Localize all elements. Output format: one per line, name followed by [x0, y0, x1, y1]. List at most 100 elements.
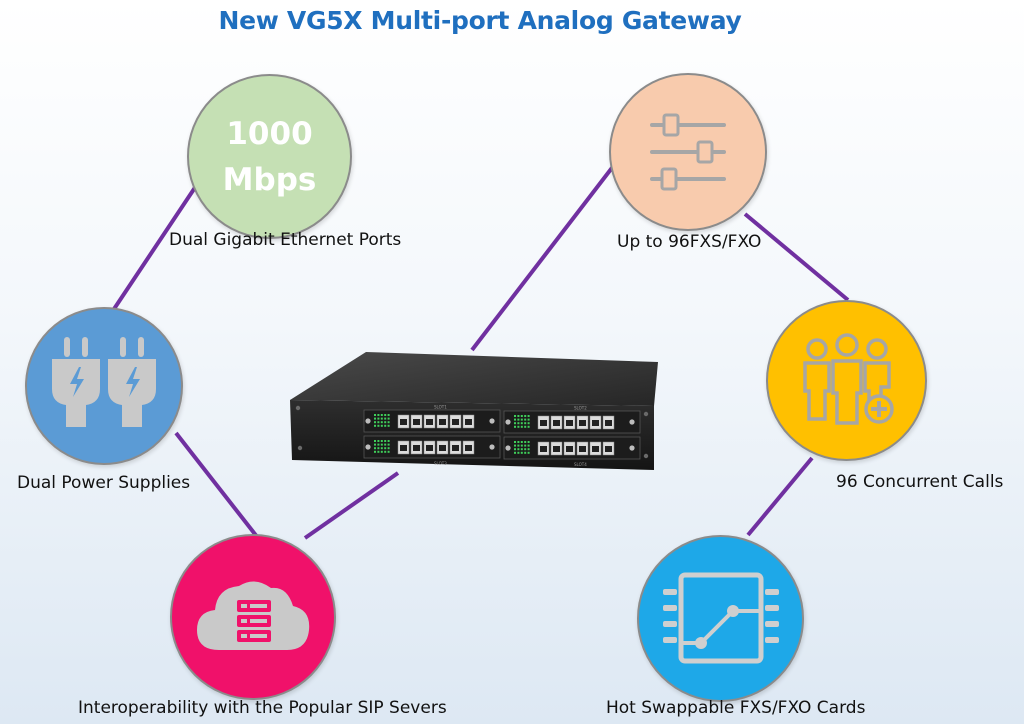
- status-led: [384, 450, 387, 453]
- rj-port-opening: [439, 419, 446, 425]
- status-led: [514, 451, 516, 454]
- connector-fxs-calls: [743, 212, 850, 302]
- status-led: [377, 450, 380, 453]
- rj-port-opening: [605, 446, 612, 452]
- status-led: [527, 415, 530, 417]
- chassis-screw: [643, 411, 649, 417]
- status-led: [520, 422, 523, 425]
- status-led: [517, 444, 520, 447]
- rj-port-opening: [439, 445, 446, 451]
- rj-port-opening: [592, 446, 599, 452]
- status-led: [524, 441, 527, 443]
- status-led: [374, 424, 376, 427]
- status-led: [524, 422, 527, 425]
- status-led: [377, 424, 380, 427]
- sip-server-circle: [170, 534, 336, 700]
- device-top: [290, 352, 658, 406]
- slot-label: SLOT3: [434, 461, 447, 466]
- status-led: [520, 451, 523, 454]
- status-led: [524, 418, 527, 421]
- status-led: [387, 424, 390, 427]
- rj-port-opening: [465, 419, 472, 425]
- slot-label: SLOT4: [574, 462, 587, 467]
- status-led: [514, 422, 516, 425]
- status-led: [387, 447, 390, 450]
- status-led: [384, 443, 387, 446]
- status-led: [517, 422, 520, 425]
- rj-port-opening: [452, 419, 459, 425]
- status-led: [527, 418, 530, 421]
- status-led: [374, 447, 376, 450]
- page-title: New VG5X Multi-port Analog Gateway: [218, 6, 742, 35]
- status-led: [514, 448, 516, 451]
- status-led: [384, 447, 387, 450]
- status-led: [514, 425, 516, 428]
- status-led: [387, 414, 390, 416]
- status-led: [527, 451, 530, 454]
- rj-port-opening: [540, 446, 547, 452]
- status-led: [380, 424, 383, 427]
- status-led: [384, 417, 387, 420]
- panel-screw: [489, 444, 495, 450]
- chassis-screw: [643, 453, 649, 459]
- status-led: [380, 414, 383, 416]
- status-led: [527, 422, 530, 425]
- rj-port-opening: [400, 419, 407, 425]
- status-led: [527, 448, 530, 451]
- status-led: [517, 415, 520, 417]
- status-led: [384, 414, 387, 416]
- status-led: [517, 451, 520, 454]
- sip-server-label: Interoperability with the Popular SIP Se…: [78, 698, 447, 718]
- panel-screw: [489, 418, 495, 424]
- slot-label: SLOT2: [574, 406, 587, 411]
- panel-screw: [365, 444, 371, 450]
- status-led: [387, 443, 390, 446]
- rj-port-opening: [605, 420, 612, 426]
- status-led: [374, 443, 376, 446]
- panel-screw: [365, 418, 371, 424]
- rj-port-opening: [592, 420, 599, 426]
- fxs-fxo-label: Up to 96FXS/FXO: [617, 232, 762, 252]
- status-led: [380, 421, 383, 424]
- rj-port-opening: [426, 419, 433, 425]
- cloud-server-icon: [197, 581, 310, 650]
- rj-port-opening: [579, 420, 586, 426]
- sliders-icon: [650, 113, 726, 191]
- status-led: [524, 425, 527, 428]
- status-led: [377, 440, 380, 442]
- ethernet-label: Dual Gigabit Ethernet Ports: [169, 230, 402, 250]
- status-led: [377, 414, 380, 416]
- status-led: [517, 441, 520, 443]
- status-led: [524, 444, 527, 447]
- slot-label: SLOT1: [434, 405, 447, 410]
- status-led: [380, 440, 383, 442]
- status-led: [517, 425, 520, 428]
- status-led: [514, 444, 516, 447]
- status-led: [527, 425, 530, 428]
- speed-text: 1000 Mbps: [223, 111, 317, 203]
- status-led: [377, 421, 380, 424]
- status-led: [524, 415, 527, 417]
- speed-value: 1000: [226, 115, 313, 152]
- status-led: [384, 424, 387, 427]
- status-led: [380, 417, 383, 420]
- status-led: [517, 448, 520, 451]
- status-led: [380, 450, 383, 453]
- hot-swap-cards-label: Hot Swappable FXS/FXO Cards: [606, 698, 866, 718]
- status-led: [384, 421, 387, 424]
- panel-screw: [505, 445, 511, 451]
- rj-port-opening: [413, 419, 420, 425]
- status-led: [524, 451, 527, 454]
- status-led: [377, 447, 380, 450]
- status-led: [527, 441, 530, 443]
- status-led: [380, 443, 383, 446]
- rj-port-opening: [465, 445, 472, 451]
- status-led: [520, 444, 523, 447]
- panel-screw: [629, 445, 635, 451]
- device-slots: [295, 405, 649, 460]
- status-led: [377, 417, 380, 420]
- status-led: [517, 418, 520, 421]
- status-led: [380, 447, 383, 450]
- status-led: [374, 440, 376, 442]
